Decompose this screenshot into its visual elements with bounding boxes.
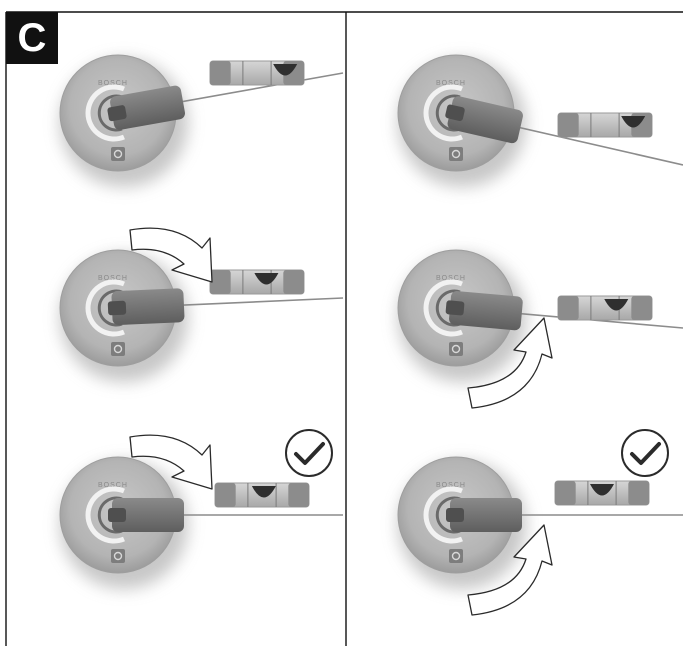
inner-ring — [435, 496, 461, 534]
power-button — [111, 342, 125, 356]
arm-pivot — [445, 300, 465, 316]
c-bracket — [423, 84, 463, 142]
vial-left-segment — [555, 481, 576, 505]
vial-left-segment — [210, 61, 231, 85]
inner-ring — [97, 289, 123, 327]
panel-letter: C — [6, 12, 58, 64]
c-bracket — [423, 486, 463, 544]
power-icon — [451, 344, 461, 354]
vial-right-segment — [288, 483, 309, 507]
step-right-tilt-start: BOSCH — [397, 54, 683, 187]
power-button — [111, 147, 125, 161]
power-button — [111, 549, 125, 563]
vial-bubble — [604, 299, 629, 311]
vial-bubble — [254, 273, 279, 285]
arm-body — [110, 85, 185, 130]
step-right-level-reached: BOSCH — [397, 429, 683, 616]
arm-pivot — [107, 300, 127, 316]
c-bracket — [85, 84, 125, 142]
vial-left-segment — [215, 483, 236, 507]
laser-arm — [446, 498, 683, 532]
power-button — [449, 147, 463, 161]
clockwise-arrow — [129, 434, 213, 490]
clockwise-arrow — [129, 227, 213, 283]
step-left-rotate-clockwise-1: BOSCH — [59, 227, 344, 382]
vial-bubble — [273, 64, 298, 76]
laser-arm — [107, 72, 344, 130]
counterclockwise-arrow — [467, 524, 553, 616]
brand-label: BOSCH — [436, 482, 466, 489]
vial-bubble — [251, 486, 276, 498]
vial-left-segment — [210, 270, 231, 294]
power-button — [449, 549, 463, 563]
step-left-tilt-start: BOSCH — [59, 54, 344, 187]
inner-ring — [97, 496, 123, 534]
counterclockwise-arrow — [467, 317, 553, 409]
arm-pivot — [446, 508, 464, 522]
arm-pivot — [445, 104, 465, 122]
power-icon — [113, 344, 123, 354]
arm-body — [447, 96, 523, 144]
laser-arm — [107, 288, 344, 325]
arm-body — [112, 498, 184, 532]
c-bracket — [423, 279, 463, 337]
vial-right-segment — [631, 296, 652, 320]
vial-bubble — [590, 484, 614, 496]
step-right-rotate-counterclockwise-1: BOSCH — [397, 249, 683, 409]
inner-ring — [435, 289, 461, 327]
vial-bubble — [621, 116, 646, 128]
power-button — [449, 342, 463, 356]
power-icon — [113, 551, 123, 561]
arm-pivot — [107, 105, 127, 122]
arm-pivot — [108, 508, 126, 522]
checkmark-icon — [630, 442, 661, 465]
brand-label: BOSCH — [98, 275, 128, 282]
checkmark-badge — [285, 429, 333, 477]
arm-body — [449, 291, 523, 331]
checkmark-icon — [294, 442, 325, 465]
vial-right-segment — [628, 481, 649, 505]
inner-ring — [97, 94, 123, 132]
brand-label: BOSCH — [436, 275, 466, 282]
vial-left-segment — [558, 296, 579, 320]
step-left-level-reached: BOSCH — [59, 429, 343, 589]
inner-ring — [435, 94, 461, 132]
vial-right-segment — [283, 270, 304, 294]
arm-body — [450, 498, 522, 532]
c-bracket — [85, 486, 125, 544]
power-icon — [113, 149, 123, 159]
brand-label: BOSCH — [98, 80, 128, 87]
c-bracket — [85, 279, 125, 337]
arm-body — [111, 288, 185, 325]
brand-label: BOSCH — [98, 482, 128, 489]
vial-left-segment — [558, 113, 579, 137]
laser-arm — [108, 498, 343, 532]
power-icon — [451, 149, 461, 159]
power-icon — [451, 551, 461, 561]
brand-label: BOSCH — [436, 80, 466, 87]
checkmark-badge — [621, 429, 669, 477]
laser-arm — [445, 96, 683, 166]
